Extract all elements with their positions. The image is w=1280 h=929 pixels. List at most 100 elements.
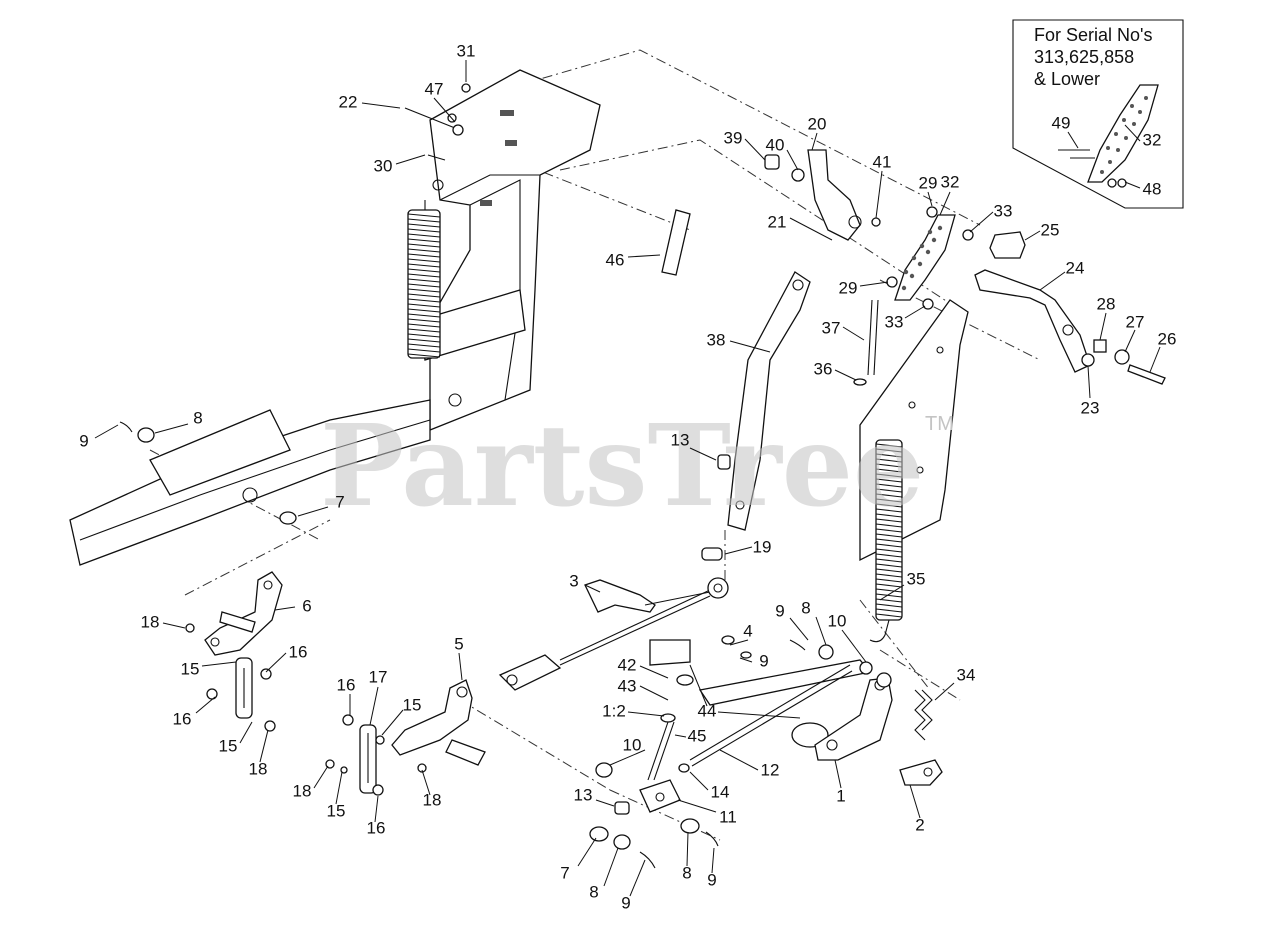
callout-label: 29 bbox=[919, 173, 938, 192]
spring-coil bbox=[407, 353, 441, 358]
leader-line bbox=[834, 369, 857, 381]
plate-hole bbox=[937, 225, 943, 231]
leader-line bbox=[969, 211, 994, 233]
leader-line bbox=[842, 326, 865, 341]
leader-line bbox=[719, 749, 759, 771]
leader-line bbox=[686, 831, 689, 867]
leader-line bbox=[744, 138, 766, 161]
leader-line bbox=[584, 584, 601, 593]
spring-coil bbox=[875, 518, 903, 523]
callout-label: 27 bbox=[1126, 312, 1145, 331]
leader-line bbox=[195, 696, 216, 714]
plate-hole bbox=[911, 255, 917, 261]
plate-hole bbox=[1114, 132, 1118, 136]
callout-label: 39 bbox=[724, 128, 743, 147]
callout-label: 38 bbox=[707, 330, 726, 349]
spring-coil bbox=[875, 508, 903, 513]
plate-hole bbox=[1130, 104, 1134, 108]
callout-label: 35 bbox=[907, 569, 926, 588]
leader-line bbox=[627, 254, 661, 258]
callout-label: 32 bbox=[941, 172, 960, 191]
callout-label: 6 bbox=[302, 596, 311, 615]
callout-label: 18 bbox=[249, 759, 268, 778]
callout-label: 13 bbox=[574, 785, 593, 804]
callout-label: 18 bbox=[293, 781, 312, 800]
leader-line bbox=[689, 664, 708, 707]
callout-label: 9 bbox=[759, 651, 768, 670]
spring-coil bbox=[407, 213, 441, 218]
leader-line bbox=[717, 711, 801, 719]
callout-label: 33 bbox=[885, 312, 904, 331]
callout-label: 15 bbox=[403, 695, 422, 714]
spring-coil bbox=[875, 603, 903, 608]
spring-coil bbox=[875, 573, 903, 578]
leader-line bbox=[909, 784, 921, 819]
callout-label: 13 bbox=[671, 430, 690, 449]
lever-38 bbox=[727, 271, 811, 531]
leader-line bbox=[433, 97, 456, 123]
washers-bottom bbox=[119, 421, 806, 869]
plate-hole bbox=[1108, 160, 1112, 164]
callout-label: 33 bbox=[994, 201, 1013, 220]
spring-coil bbox=[875, 443, 903, 448]
callout-label: 22 bbox=[339, 92, 358, 111]
spring-left bbox=[407, 179, 444, 359]
callout-label: 8 bbox=[589, 882, 598, 901]
callout-label: 9 bbox=[621, 893, 630, 912]
spring-coil bbox=[407, 348, 441, 353]
spring-coil bbox=[407, 268, 441, 273]
callout-label: 8 bbox=[193, 408, 202, 427]
callout-label: 48 bbox=[1143, 179, 1162, 198]
callout-label: 1 bbox=[836, 786, 845, 805]
plate-hole bbox=[903, 269, 909, 275]
spring-coil bbox=[875, 473, 903, 478]
spring-coil bbox=[407, 343, 441, 348]
leader-line bbox=[335, 771, 343, 805]
leader-line bbox=[674, 734, 687, 738]
leader-line bbox=[875, 170, 883, 219]
callout-label: 18 bbox=[423, 790, 442, 809]
spring-coil bbox=[407, 223, 441, 228]
spring-coil bbox=[407, 243, 441, 248]
callout-label: 41 bbox=[873, 152, 892, 171]
leader-line bbox=[369, 686, 379, 726]
callout-label: 28 bbox=[1097, 294, 1116, 313]
spring-coil bbox=[407, 313, 441, 318]
callout-label: 32 bbox=[1143, 130, 1162, 149]
plate-hole bbox=[931, 237, 937, 243]
callout-label: 23 bbox=[1081, 398, 1100, 417]
plate-hole bbox=[927, 229, 933, 235]
spring-coil bbox=[875, 588, 903, 593]
leader-line bbox=[934, 682, 955, 701]
spring-coil bbox=[407, 318, 441, 323]
spring-coil bbox=[407, 293, 441, 298]
inset-box: For Serial No's 313,625,858 & Lower bbox=[1012, 19, 1184, 209]
leader-line bbox=[739, 657, 753, 663]
callout-label: 3 bbox=[569, 571, 578, 590]
quadrant-32 bbox=[886, 206, 974, 310]
leader-line bbox=[677, 799, 717, 813]
leader-line bbox=[789, 217, 833, 241]
callout-label: 42 bbox=[618, 655, 637, 674]
knob-25 bbox=[989, 231, 1026, 259]
leader-line bbox=[1067, 131, 1079, 149]
leader-line bbox=[1124, 329, 1136, 353]
inset-line-2: 313,625,858 bbox=[1034, 47, 1134, 67]
callout-label: 7 bbox=[560, 863, 569, 882]
leader-line bbox=[689, 771, 709, 791]
leader-line bbox=[154, 423, 189, 434]
leader-line bbox=[374, 795, 379, 823]
callout-label: 40 bbox=[766, 135, 785, 154]
leader-line bbox=[786, 149, 799, 171]
leader-line bbox=[265, 652, 287, 673]
spring-coil bbox=[407, 238, 441, 243]
leader-line bbox=[94, 424, 119, 439]
plate-hole bbox=[901, 285, 907, 291]
spring-coil bbox=[875, 558, 903, 563]
leader-line bbox=[834, 759, 842, 789]
leader-line bbox=[274, 606, 296, 611]
callout-label: 5 bbox=[454, 634, 463, 653]
spring-coil bbox=[875, 533, 903, 538]
spring-coil bbox=[407, 233, 441, 238]
callout-label: 1:2 bbox=[602, 701, 626, 720]
